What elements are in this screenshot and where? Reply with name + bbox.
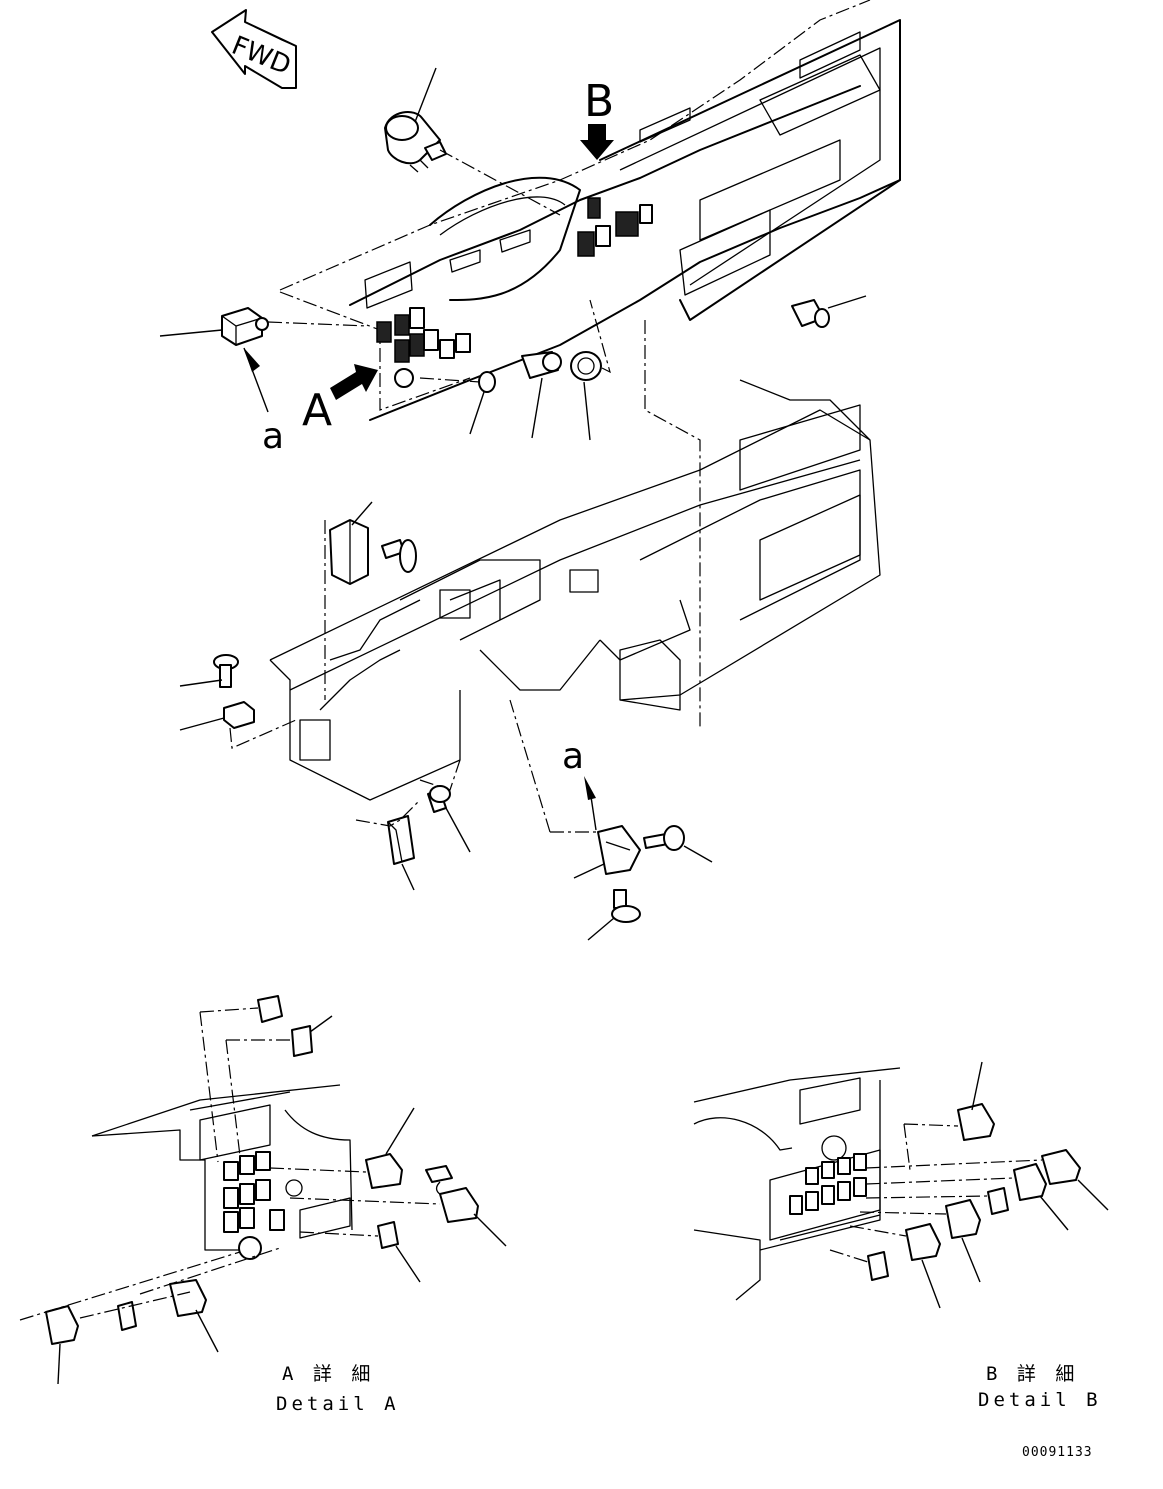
- ref-label-a-mid: a: [562, 736, 584, 777]
- fwd-arrow: FWD: [211, 9, 297, 89]
- detail-a-view: A 詳 細 Detail A: [19, 995, 507, 1415]
- grommet: [570, 299, 611, 441]
- detail-a-title-jp: A 詳 細: [282, 1363, 374, 1385]
- relay-a: a: [159, 307, 369, 457]
- bolt-upper: [381, 539, 417, 573]
- dashboard-panel: [279, 0, 901, 421]
- ref-label-a-top: a: [262, 416, 284, 457]
- bolt-middle: [427, 785, 471, 853]
- detail-b-title-jp: B 詳 細: [986, 1363, 1078, 1385]
- lighter-socket: [521, 351, 562, 439]
- plug-cap: [419, 371, 496, 435]
- detail-b-view: B 詳 細 Detail B: [693, 1061, 1109, 1411]
- bolt-left: [179, 654, 239, 688]
- dash-frame: [269, 320, 881, 801]
- detail-a-title-en: Detail A: [276, 1393, 400, 1415]
- view-b-label: B: [584, 76, 614, 127]
- screw-bottom: [587, 889, 641, 941]
- relay-b: [329, 501, 373, 585]
- sensor-plug: [791, 295, 867, 328]
- clip-left: [179, 701, 297, 749]
- drawing-number: 00091133: [1022, 1445, 1093, 1460]
- bracket-a: a: [509, 699, 641, 879]
- view-b-marker: B: [580, 76, 614, 160]
- key-switch: [384, 67, 561, 216]
- fwd-label: FWD: [227, 31, 295, 82]
- view-a-marker: A: [302, 364, 378, 436]
- detail-b-title-en: Detail B: [978, 1389, 1102, 1411]
- view-a-label: A: [302, 385, 332, 436]
- relay-c: [355, 799, 421, 891]
- screw-bracket: [643, 825, 713, 863]
